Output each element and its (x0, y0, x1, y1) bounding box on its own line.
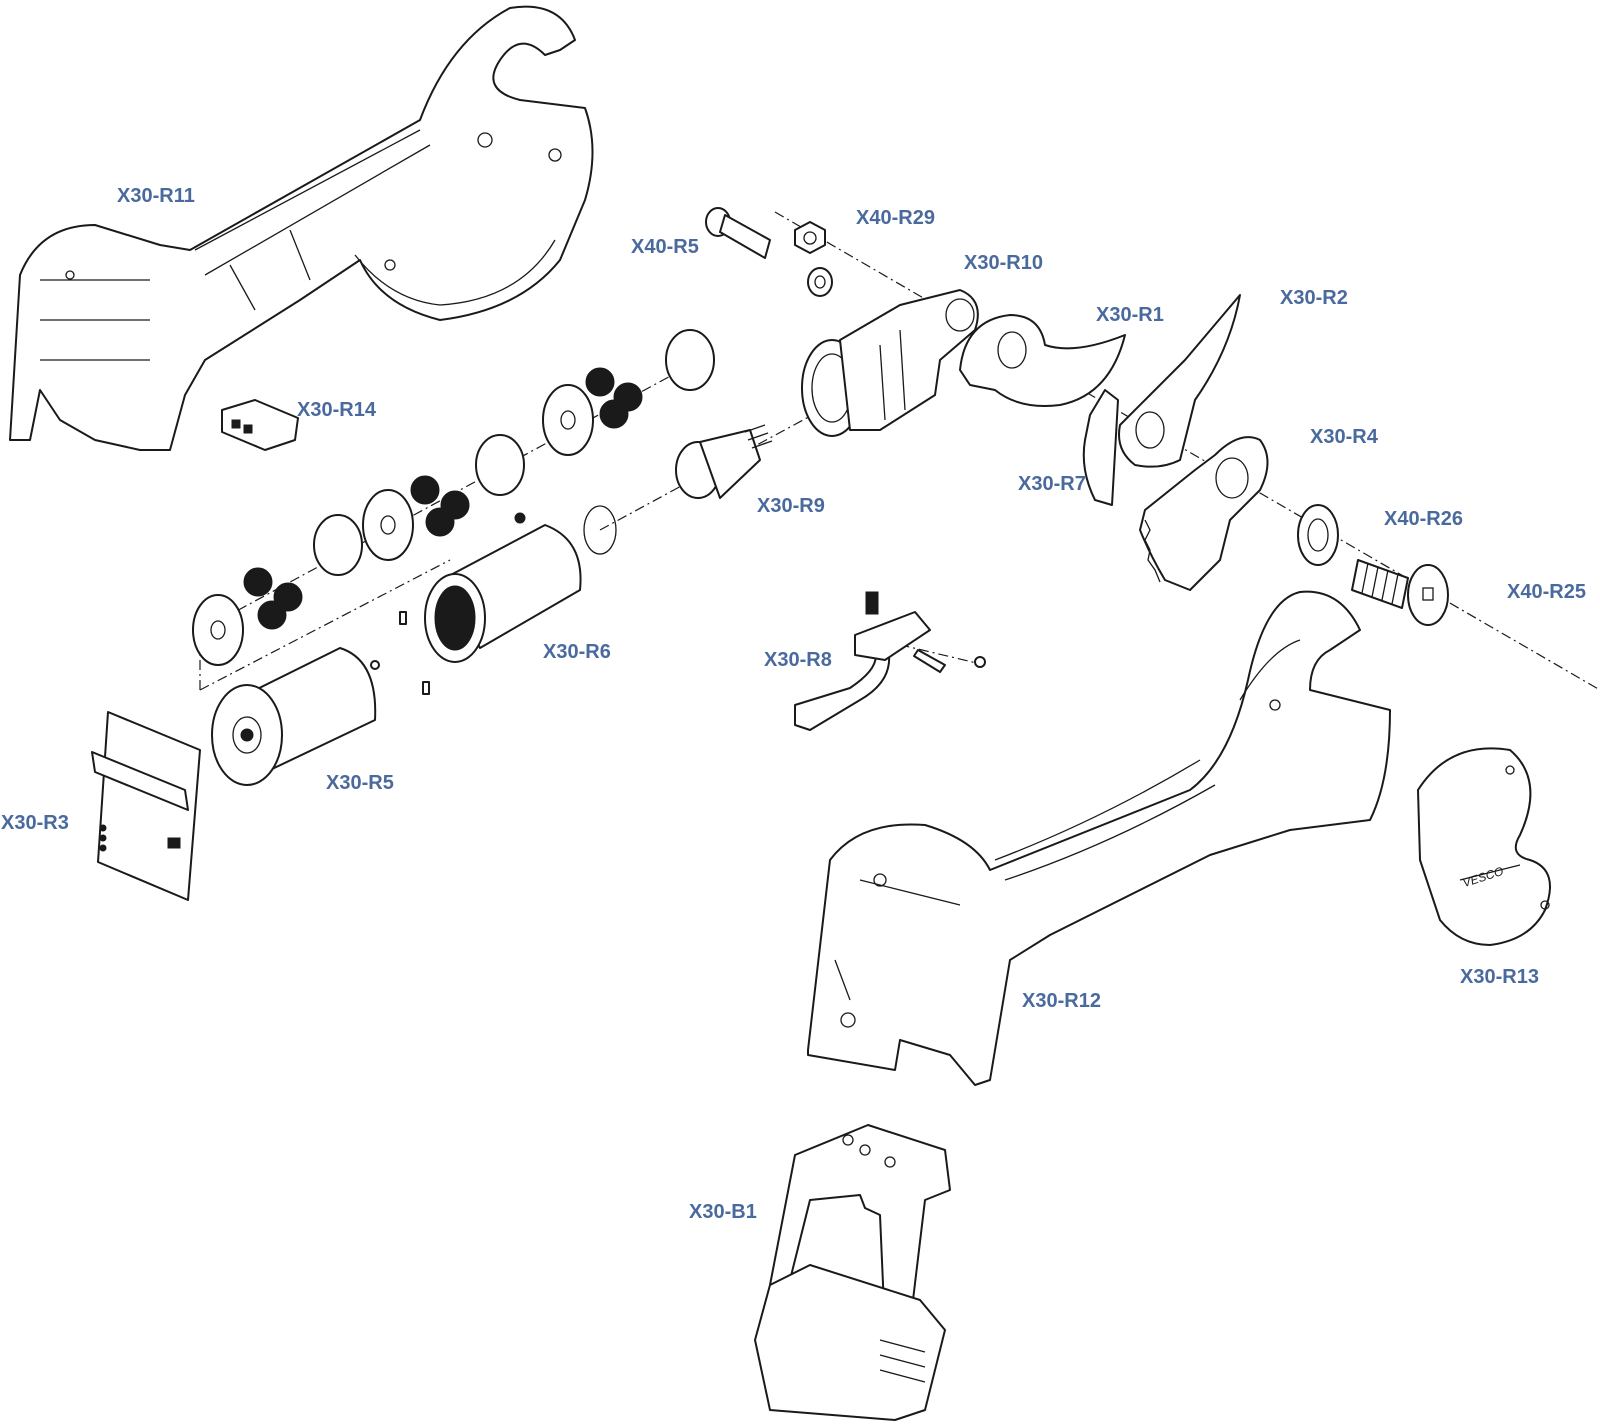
label-x30-r6: X30-R6 (543, 641, 611, 663)
upper-blade (1118, 294, 1241, 468)
blade-holder-head (801, 289, 979, 437)
axis-line-pivot (774, 211, 1600, 691)
label-x30-r8: X30-R8 (764, 649, 832, 671)
label-x40-r26: X40-R26 (1384, 508, 1463, 530)
spacer-plate (1082, 389, 1119, 506)
planetary-gearbox (192, 329, 715, 666)
gear-segment-blade (1139, 436, 1269, 591)
label-x30-r2: X30-R2 (1280, 287, 1348, 309)
axis-line-trigger (879, 639, 986, 666)
switch-block (221, 399, 299, 451)
axis-line-motor (199, 559, 451, 691)
circuit-board (91, 711, 201, 901)
threaded-screw (1351, 559, 1449, 626)
blade-guard-cover (1417, 747, 1551, 946)
nut-and-washer (794, 221, 833, 297)
label-x40-r5: X40-R5 (631, 236, 699, 258)
label-x30-r11: X30-R11 (117, 185, 195, 207)
label-x30-r12: X30-R12 (1022, 990, 1101, 1012)
lower-blade (959, 314, 1126, 407)
battery-pack (754, 1124, 951, 1421)
label-x30-r4: X30-R4 (1310, 426, 1378, 448)
label-x30-r9: X30-R9 (757, 495, 825, 517)
trigger-assembly (794, 591, 986, 731)
drive-coupling (675, 424, 773, 499)
label-x30-r7: X30-R7 (1018, 473, 1086, 495)
electric-motor (211, 647, 377, 786)
axis-line-coupling (599, 399, 841, 531)
label-x30-r14: X30-R14 (297, 399, 376, 421)
ring-gear-housing (424, 524, 582, 663)
label-x30-r13: X30-R13 (1460, 966, 1539, 988)
label-x40-r29: X40-R29 (856, 207, 935, 229)
lower-housing-half (807, 590, 1391, 1086)
upper-housing-half (9, 5, 594, 451)
thrust-bearing (1297, 504, 1339, 566)
pivot-bolt (705, 207, 771, 259)
retaining-ring (583, 505, 617, 555)
label-x40-r25: X40-R25 (1507, 581, 1586, 603)
label-x30-r1: X30-R1 (1096, 304, 1164, 326)
label-x30-b1: X30-B1 (689, 1201, 757, 1223)
label-x30-r3: X30-R3 (1, 812, 69, 834)
label-x30-r10: X30-R10 (964, 252, 1043, 274)
small-pins (370, 512, 526, 695)
label-x30-r5: X30-R5 (326, 772, 394, 794)
